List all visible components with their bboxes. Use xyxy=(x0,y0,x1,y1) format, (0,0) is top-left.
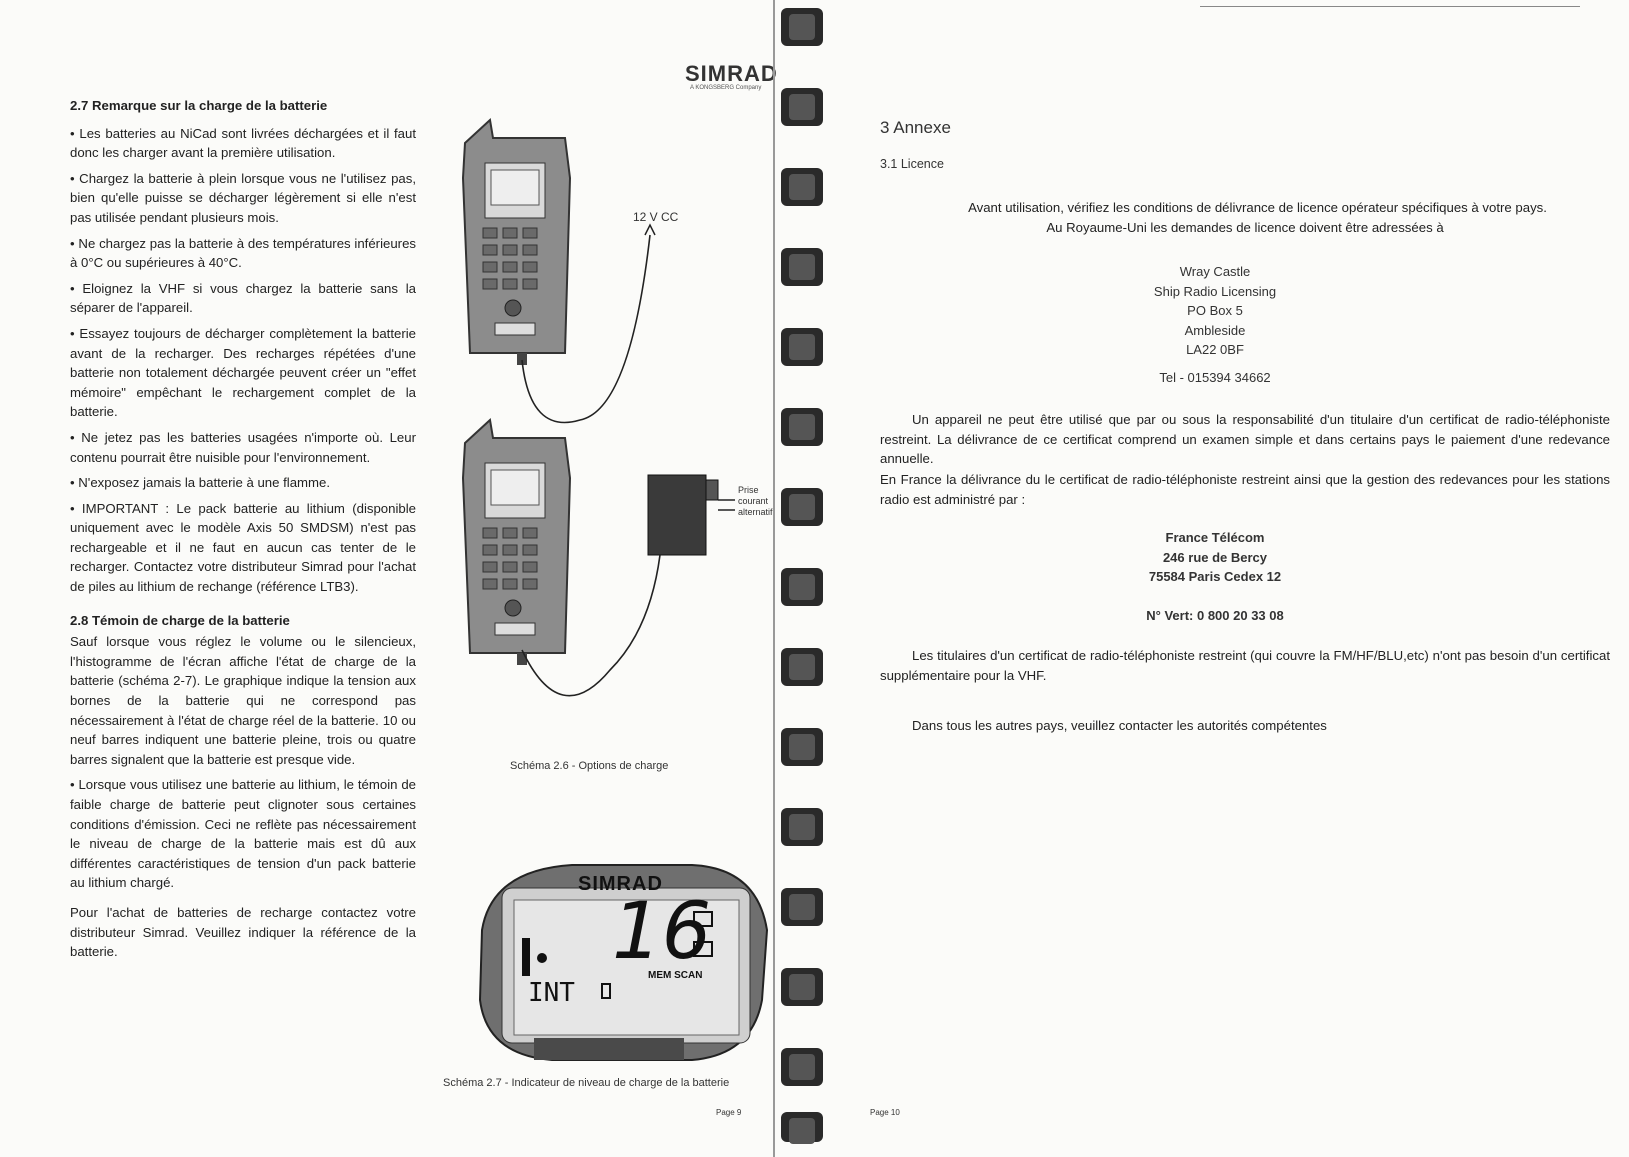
right-page: 3 Annexe 3.1 Licence Avant utilisation, … xyxy=(845,0,1629,1157)
paragraph: • Ne jetez pas les batteries usagées n'i… xyxy=(70,429,416,465)
page-number: Page 10 xyxy=(870,1108,900,1117)
binding-spine xyxy=(773,0,775,1157)
radio-display-illustration xyxy=(478,864,769,1061)
voltage-label: 12 V CC xyxy=(633,210,679,224)
prise-label: Prise courant alternatif xyxy=(738,485,773,518)
handheld-radio-illustration-bottom xyxy=(461,418,572,665)
section-2-8-title: 2.8 Témoin de charge de la batterie xyxy=(70,612,290,628)
binding-ring xyxy=(781,888,823,926)
binding-ring xyxy=(781,408,823,446)
paragraph: • Lorsque vous utilisez une batterie au … xyxy=(70,777,416,891)
display-channel: 16 xyxy=(612,887,712,977)
address-line: 75584 Paris Cedex 12 xyxy=(1148,569,1282,585)
address-line: Ship Radio Licensing xyxy=(1153,283,1277,299)
paragraph: Les titulaires d'un certificat de radio-… xyxy=(880,648,1610,683)
binding-ring xyxy=(781,728,823,766)
binding-ring xyxy=(781,8,823,46)
paragraph: • Chargez la batterie à plein lorsque vo… xyxy=(70,170,416,225)
left-text-column: 2.7 Remarque sur la charge de la batteri… xyxy=(70,96,416,968)
address-line: LA22 0BF xyxy=(1186,342,1244,358)
ac-adapter xyxy=(521,474,735,697)
binding-ring xyxy=(781,568,823,606)
paragraph: Un appareil ne peut être utilisé que par… xyxy=(880,412,1610,467)
display-brand: SIMRAD xyxy=(578,873,663,895)
binding-ring xyxy=(781,1112,823,1144)
simrad-logo: SIMRAD xyxy=(685,61,778,86)
logo-subtitle: A KONGSBERG Company xyxy=(690,85,762,91)
dc-cable xyxy=(521,223,656,424)
uk-address: Wray Castle Ship Radio Licensing PO Box … xyxy=(1075,262,1355,360)
section-2-7-title: 2.7 Remarque sur la charge de la batteri… xyxy=(70,98,328,113)
address-line: Ambleside xyxy=(1184,322,1246,338)
binding-ring xyxy=(781,328,823,366)
annex-title: 3 Annexe xyxy=(880,118,951,137)
display-int: INT xyxy=(528,978,575,1008)
binding-ring xyxy=(781,488,823,526)
binding-ring xyxy=(781,168,823,206)
prise-label-line: Prise xyxy=(738,485,759,495)
france-address: France Télécom 246 rue de Bercy 75584 Pa… xyxy=(1075,528,1355,587)
binding-ring xyxy=(781,648,823,686)
handheld-radio-illustration-top xyxy=(461,118,572,365)
paragraph: Dans tous les autres pays, veuillez cont… xyxy=(912,718,1327,733)
address-line: Wray Castle xyxy=(1179,264,1251,279)
caption-schema-2-6: Schéma 2.6 - Options de charge xyxy=(510,760,669,772)
binding-ring xyxy=(781,88,823,126)
address-line: 246 rue de Bercy xyxy=(1162,549,1268,565)
intro-line-2: Au Royaume-Uni les demandes de licence d… xyxy=(1046,220,1444,235)
prise-label-line: courant xyxy=(738,496,769,506)
top-rule xyxy=(1200,6,1580,7)
binding-ring xyxy=(781,248,823,286)
display-mode: MEM SCAN xyxy=(648,970,703,981)
address-line: France Télécom xyxy=(1165,530,1265,545)
paragraph: • IMPORTANT : Le pack batterie au lithiu… xyxy=(70,500,416,595)
address-line: PO Box 5 xyxy=(1187,303,1243,319)
page-number: Page 9 xyxy=(716,1108,742,1117)
spiral-binding xyxy=(773,0,837,1157)
intro-line-1: Avant utilisation, vérifiez les conditio… xyxy=(968,200,1547,215)
paragraph: Sauf lorsque vous réglez le volume ou le… xyxy=(70,634,416,767)
paragraph: • Eloignez la VHF si vous chargez la bat… xyxy=(70,280,416,316)
paragraph: • Les batteries au NiCad sont livrées dé… xyxy=(70,125,416,161)
uk-telephone: Tel - 015394 34662 xyxy=(1159,370,1271,385)
paragraph: Pour l'achat de batteries de recharge co… xyxy=(70,904,416,960)
paragraph: • Essayez toujours de décharger complète… xyxy=(70,325,416,420)
licence-subtitle: 3.1 Licence xyxy=(880,157,944,171)
caption-schema-2-7: Schéma 2.7 - Indicateur de niveau de cha… xyxy=(443,1077,730,1089)
binding-ring xyxy=(781,1048,823,1086)
paragraph: • Ne chargez pas la batterie à des tempé… xyxy=(70,235,416,271)
prise-label-line: alternatif xyxy=(738,507,773,517)
france-telephone: N° Vert: 0 800 20 33 08 xyxy=(1146,608,1284,623)
paragraph: En France la délivrance du le certificat… xyxy=(880,472,1610,507)
binding-ring xyxy=(781,808,823,846)
left-page: 2.7 Remarque sur la charge de la batteri… xyxy=(0,0,790,1157)
binding-ring xyxy=(781,968,823,1006)
paragraph: • N'exposez jamais la batterie à une fla… xyxy=(70,475,331,491)
